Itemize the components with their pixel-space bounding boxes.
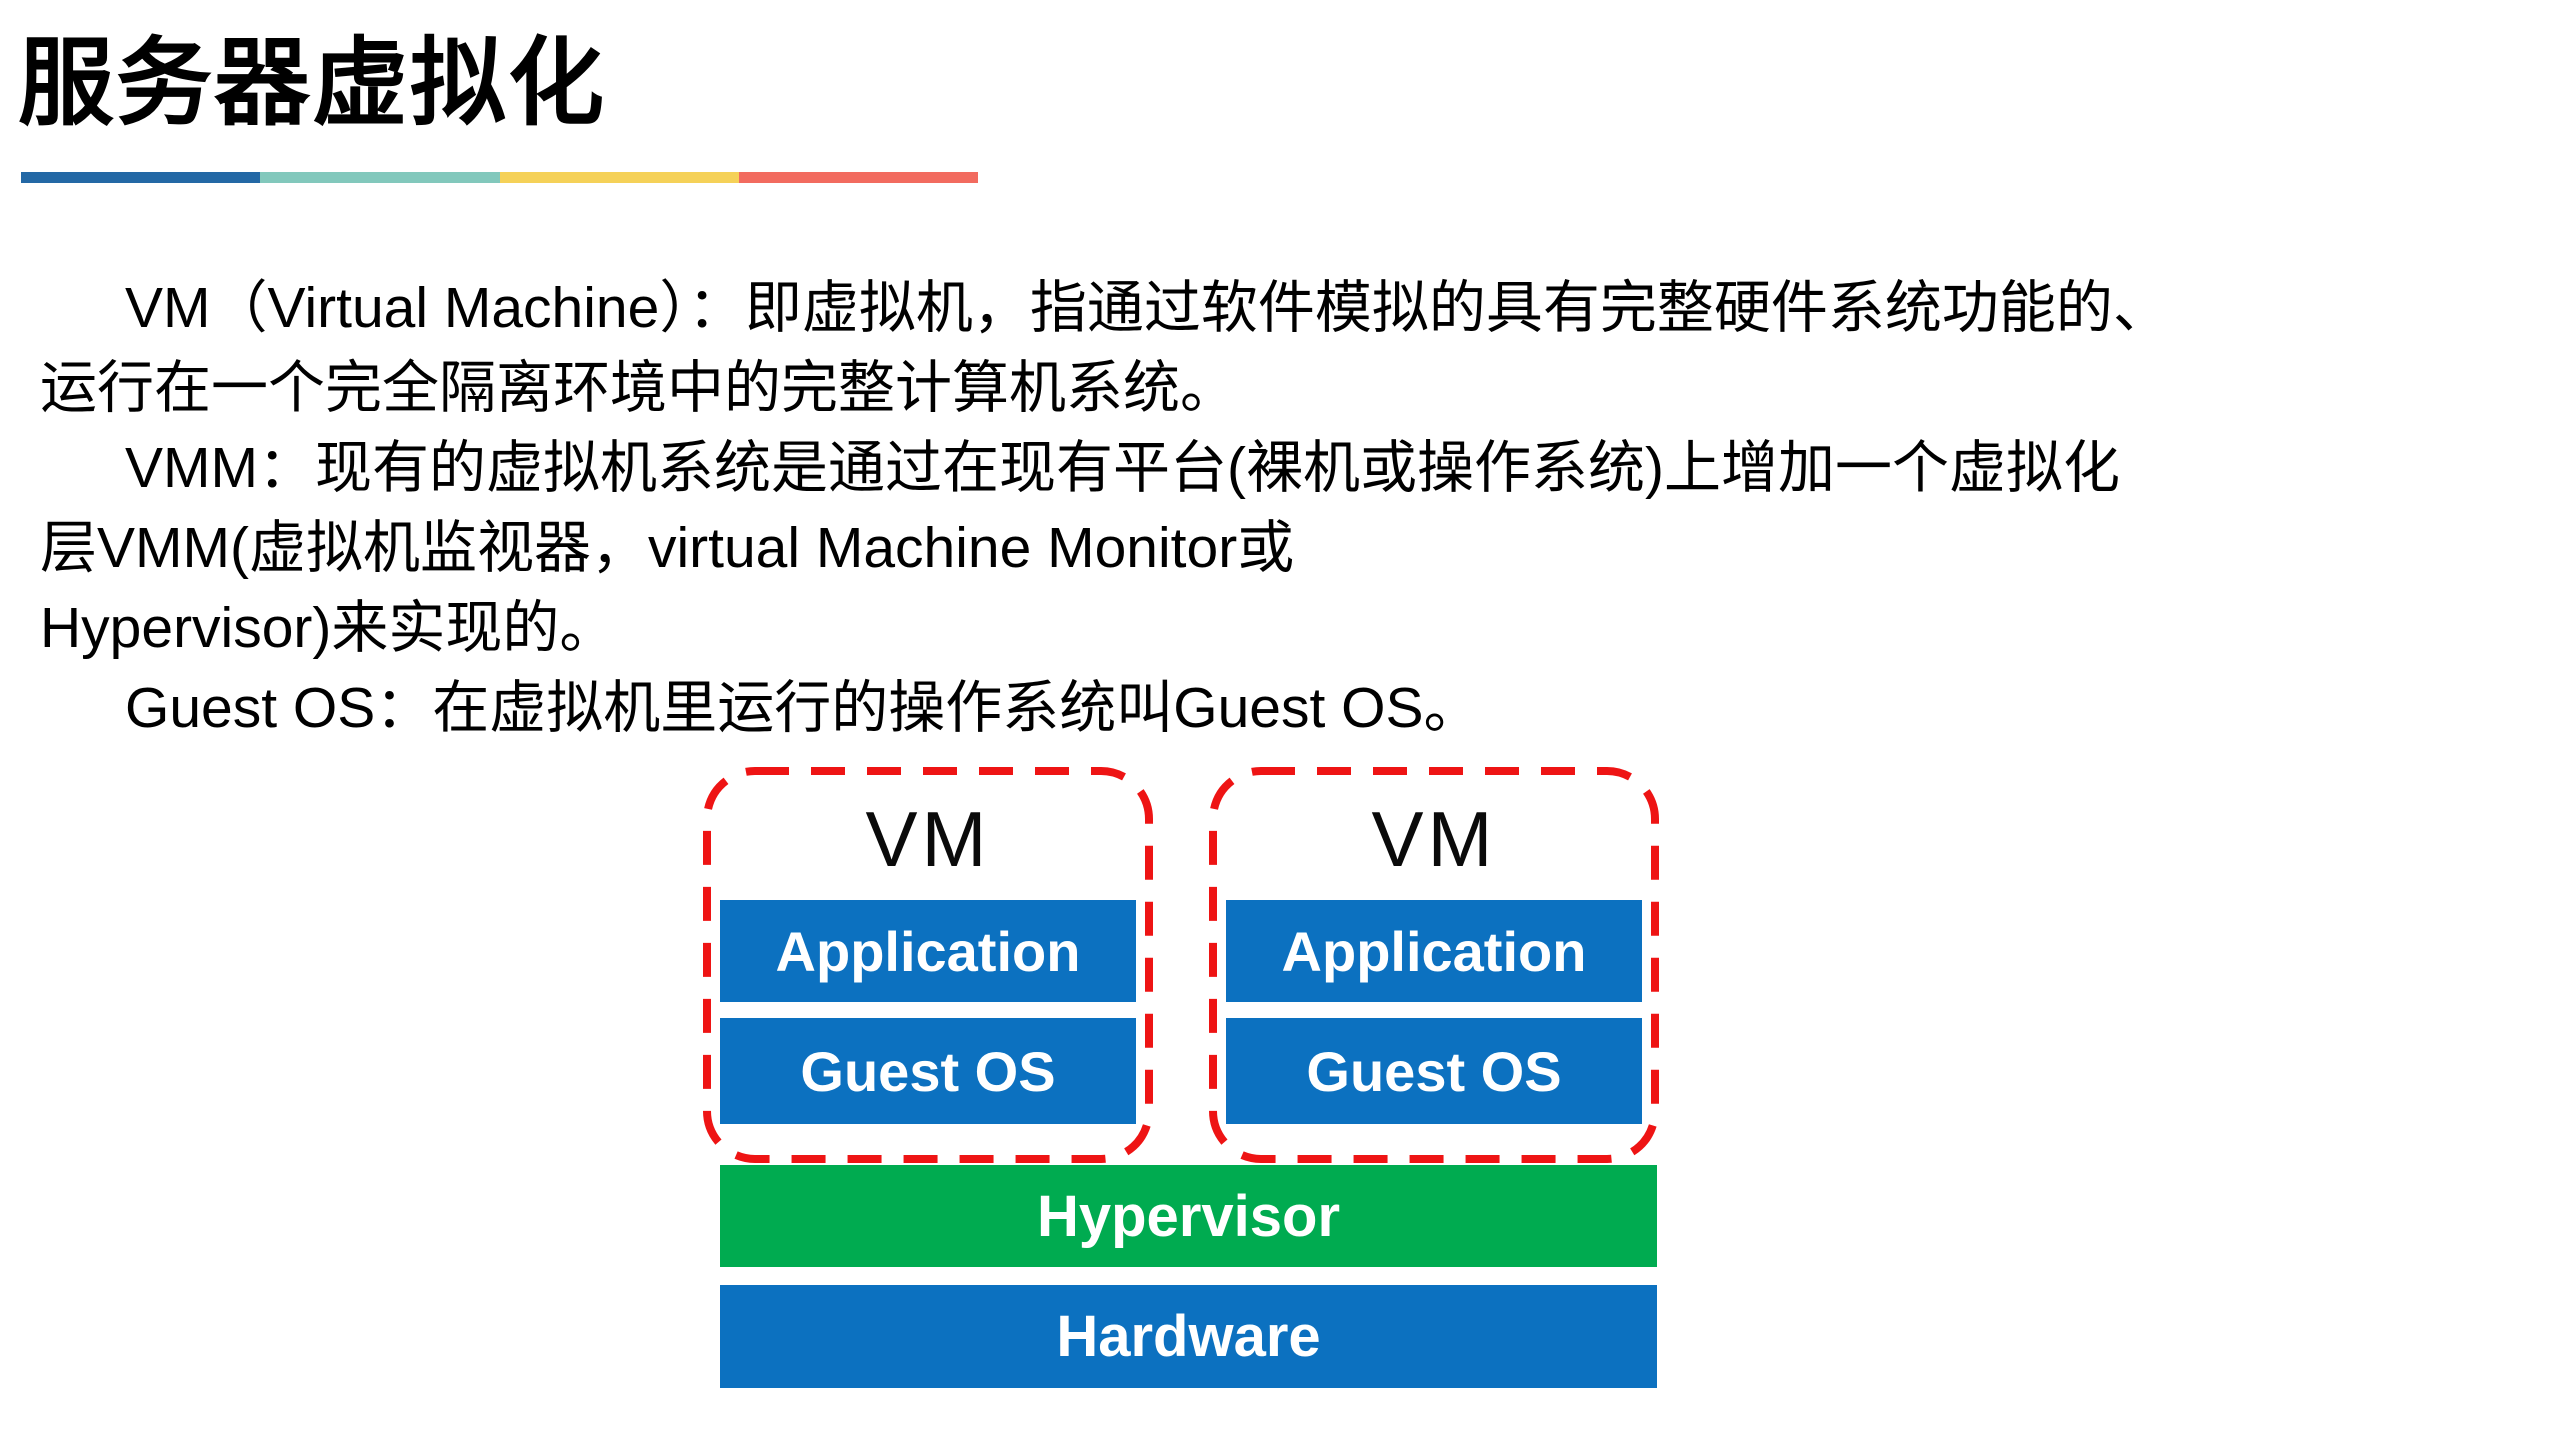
underline-segment-blue — [21, 172, 261, 183]
body-line: Hypervisor)来实现的。 — [40, 596, 617, 660]
application-layer: Application — [1226, 900, 1642, 1002]
body-line: VMM：现有的虚拟机系统是通过在现有平台(裸机或操作系统)上增加一个虚拟化 — [125, 436, 2120, 500]
body-line: 层VMM(虚拟机监视器，virtual Machine Monitor或 — [40, 516, 1295, 580]
hypervisor-bar: Hypervisor — [720, 1165, 1657, 1267]
hardware-bar: Hardware — [720, 1285, 1657, 1388]
body-text: VM（Virtual Machine）：即虚拟机，指通过软件模拟的具有完整硬件系… — [40, 268, 2545, 748]
vm-dashed-border-icon — [703, 767, 1153, 1163]
vm-label: VM — [865, 795, 991, 883]
application-layer: Application — [720, 900, 1136, 1002]
vm-box-right: VM Application Guest OS — [1208, 766, 1660, 1164]
underline-segment-coral — [738, 172, 978, 183]
body-line: VM（Virtual Machine）：即虚拟机，指通过软件模拟的具有完整硬件系… — [125, 276, 2170, 340]
page-title: 服务器虚拟化 — [18, 30, 606, 137]
body-line: Guest OS：在虚拟机里运行的操作系统叫Guest OS。 — [125, 676, 1481, 740]
guest-os-layer: Guest OS — [1226, 1018, 1642, 1124]
body-line: 运行在一个完全隔离环境中的完整计算机系统。 — [40, 356, 1237, 420]
vm-box-left: VM Application Guest OS — [702, 766, 1154, 1164]
guest-os-layer: Guest OS — [720, 1018, 1136, 1124]
underline-segment-yellow — [499, 172, 739, 183]
title-underline — [21, 172, 978, 183]
vm-label: VM — [1371, 795, 1497, 883]
vm-dashed-border-icon — [1209, 767, 1659, 1163]
underline-segment-teal — [260, 172, 500, 183]
